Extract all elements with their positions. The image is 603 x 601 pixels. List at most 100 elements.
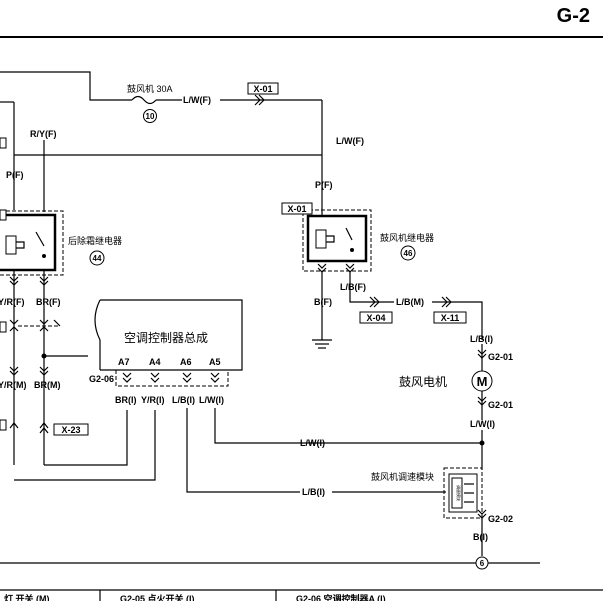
wire-br-f: BR(F): [36, 297, 61, 307]
pin-arrow-a7: [122, 372, 132, 383]
lb-i-wire: [186, 408, 300, 493]
blower-motor-symbol: [471, 370, 493, 392]
fuse-symbol: [131, 95, 157, 105]
wire-ry-f: R/Y(F): [30, 129, 57, 139]
pin-wire-br-i: BR(I): [115, 395, 137, 405]
yr-to-a4-wire: [14, 410, 156, 481]
blower-relay-box: [306, 214, 368, 263]
left-connector-stub-4: [0, 419, 7, 431]
blower-motor-m: M: [477, 374, 488, 389]
g2-01-top-arrow: [477, 349, 487, 359]
wire-lw-f-right: L/W(F): [336, 136, 364, 146]
speed-module-name: 鼓风机调速模块: [371, 471, 434, 482]
blower-relay-dashed: [302, 209, 372, 272]
connector-arrow-left-4: [39, 366, 49, 376]
page-code: G-2: [557, 5, 590, 27]
connector-arrow-x11: [441, 296, 452, 308]
connector-x04-box: [359, 311, 393, 324]
rear-defrost-relay-box: [0, 213, 57, 272]
pin-wire-lb-i: L/B(I): [172, 395, 195, 405]
wire-lb-i-mid: L/B(I): [302, 487, 325, 497]
blower-relay-coil: [315, 229, 327, 249]
connector-x11-box: [433, 311, 467, 324]
connector-arrow-left-1: [9, 319, 19, 332]
blower-relay-number-circle: [400, 245, 416, 261]
connector-x01-top: X-01: [253, 84, 272, 94]
rear-defrost-number: 44: [93, 254, 102, 263]
blower-relay-name: 鼓风机继电器: [380, 232, 434, 243]
fuse-number: 10: [146, 112, 155, 121]
junction-lw: [479, 440, 485, 446]
blower-relay-contact: [350, 248, 354, 252]
connector-arrow-left-3: [9, 366, 19, 376]
blower-relay-coil-lead: [326, 235, 335, 243]
footer-right: G2-06 空调控制器A (I): [296, 593, 386, 601]
speed-module-inner: [451, 477, 463, 509]
left-connector-stub-3: [0, 321, 7, 333]
rear-defrost-number-circle: [89, 250, 105, 266]
lw-i-wire: [214, 408, 482, 444]
wire-p-f-right: P(F): [315, 180, 333, 190]
fuse-number-circle: [143, 109, 157, 123]
ac-controller-connector: [115, 369, 229, 387]
rear-defrost-coil: [5, 235, 17, 255]
wire-b-f: B(F): [314, 297, 332, 307]
blower-relay-switch: [345, 227, 353, 241]
footer-middle: G2-05 点火开关 (I): [120, 593, 195, 601]
rear-defrost-out-arrow-2: [39, 276, 49, 286]
connector-x23: X-23: [61, 425, 80, 435]
ac-pin-a7: A7: [118, 357, 130, 367]
pin-wire-yr-i: Y/R(I): [141, 395, 165, 405]
wire-label-bg: [182, 95, 220, 105]
ac-pin-a5: A5: [209, 357, 221, 367]
g2-01-bottom-arrow: [477, 396, 487, 406]
connector-arrow-x04: [369, 296, 380, 308]
footer-left: 灯 开关 (M): [4, 593, 50, 601]
speed-module-dashed: [443, 467, 483, 519]
rear-defrost-relay-name: 后除霜继电器: [68, 235, 122, 246]
wire-lw-i-motor: L/W(I): [470, 419, 495, 429]
pin-wire-lw-i: L/W(I): [199, 395, 224, 405]
ground-number-circle: [475, 556, 489, 570]
connector-x11: X-11: [441, 313, 460, 323]
br-to-a7-wire: [44, 410, 128, 466]
connector-g2-01-bottom: G2-01: [488, 400, 513, 410]
connector-x04: X-04: [366, 313, 385, 323]
ground-number: 6: [480, 559, 485, 568]
connector-x01-relay-box: [281, 202, 313, 215]
connector-g2-06: G2-06: [89, 374, 114, 384]
rear-defrost-out-arrow-1: [9, 276, 19, 286]
fuse-name: 鼓风机 30A: [127, 83, 173, 94]
connector-arrow-left-2: [39, 319, 49, 332]
pin-arrow-a6: [182, 372, 192, 383]
wire-lb-f: L/B(F): [340, 282, 366, 292]
rear-defrost-coil-lead: [16, 241, 25, 249]
ac-pin-a4: A4: [149, 357, 161, 367]
connector-x01-top-box: [247, 82, 279, 95]
wire-yr-f: Y/R(F): [0, 297, 25, 307]
connector-x23-box: [53, 423, 89, 436]
wire-label-bg-2: [394, 297, 432, 307]
pin-arrow-a5: [210, 372, 220, 383]
left-connector-stub-2: [0, 209, 7, 221]
connector-x01-relay: X-01: [287, 204, 306, 214]
wire-b-i: B(I): [473, 532, 488, 542]
connector-arrow-left-6: [39, 422, 49, 434]
connector-arrow-left-5: [9, 422, 19, 429]
ac-controller-name: 空调控制器总成: [124, 331, 208, 345]
speed-module-inner-label: 调速模块: [456, 485, 462, 501]
connector-dash-tail: [53, 319, 61, 327]
rear-defrost-contact: [42, 254, 46, 258]
wire-lw-f-top: L/W(F): [183, 95, 211, 105]
wire-yr-m: Y/R(M): [0, 380, 27, 390]
connector-g2-02: G2-02: [488, 514, 513, 524]
ac-pin-a6: A6: [180, 357, 192, 367]
wire-lb-m: L/B(M): [396, 297, 424, 307]
wire-br-m: BR(M): [34, 380, 61, 390]
wire-p-f-left: P(F): [6, 170, 24, 180]
blower-motor-name: 鼓风电机: [399, 375, 447, 389]
left-connector-stub-1: [0, 137, 7, 149]
connector-arrow-x01-top: [254, 94, 265, 106]
wire-lb-i-top: L/B(I): [470, 334, 493, 344]
